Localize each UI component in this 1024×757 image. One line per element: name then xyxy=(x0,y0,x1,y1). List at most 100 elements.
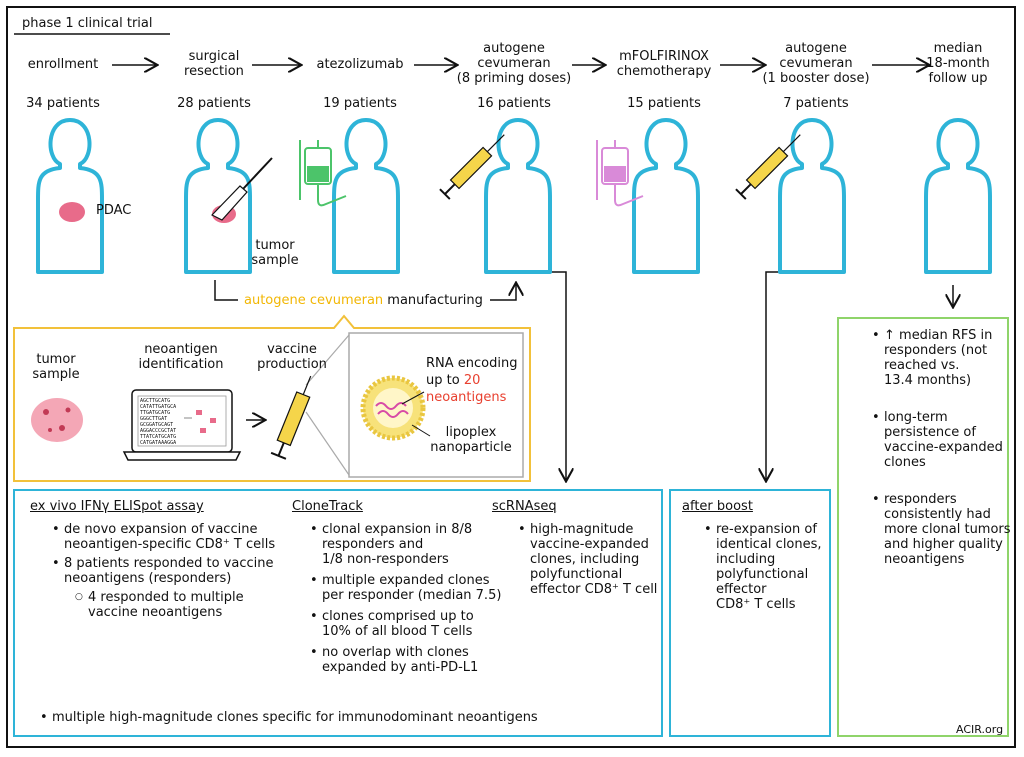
rna-encoding-prefix: up to xyxy=(426,373,464,388)
sequence-text: AGCTTGCATG CATATTGATGCA TTGATGCATG GGGCT… xyxy=(140,398,177,446)
assay-box xyxy=(13,489,663,737)
tumor-sample-label: tumor sample xyxy=(251,238,299,268)
outcome-line: clones xyxy=(884,455,926,470)
after-boost-line: effector xyxy=(716,582,767,597)
stage-label-4: mFOLFIRINOX chemotherapy xyxy=(616,49,712,79)
outcome-line: and higher quality xyxy=(884,537,1003,552)
clonetrack-line: 10% of all blood T cells xyxy=(322,624,473,639)
outcome-line: ↑ median RFS in xyxy=(884,328,993,343)
iv-bag-pink-icon xyxy=(596,140,644,207)
manufacturing-arrow xyxy=(214,280,516,301)
stage-patients-1: 28 patients xyxy=(177,96,251,111)
scrnaseq-line: effector CD8⁺ T cell xyxy=(530,582,658,597)
scalpel-icon xyxy=(211,157,273,221)
patient-silhouette-0 xyxy=(36,118,104,274)
outcome-line: more clonal tumors xyxy=(884,522,1011,537)
patient-silhouette-2 xyxy=(332,118,400,274)
stage-label-1: surgical resection xyxy=(184,49,244,79)
process-neoantigen-identification: neoantigen identification xyxy=(138,342,224,372)
stage-patients-5: 7 patients xyxy=(783,96,849,111)
syringe-icon-booster xyxy=(735,134,801,200)
clonetrack-line: clonal expansion in 8/8 xyxy=(322,522,473,537)
elispot-line: 8 patients responded to vaccine xyxy=(64,556,274,571)
figure-frame xyxy=(6,6,1016,748)
iv-bag-green-icon xyxy=(299,140,347,207)
process-box xyxy=(13,314,531,482)
after-boost-line: re-expansion of xyxy=(716,522,817,537)
after-boost-line: polyfunctional xyxy=(716,567,809,582)
scrnaseq-title: scRNAseq xyxy=(492,499,557,514)
elispot-line: de novo expansion of vaccine xyxy=(64,522,258,537)
vaccine-syringe-icon xyxy=(270,375,312,460)
manufacturing-rest: manufacturing xyxy=(383,293,483,308)
outcome-line: 13.4 months) xyxy=(884,373,972,388)
manufacturing-label: autogene cevumeran manufacturing xyxy=(244,293,483,308)
rna-encoding-count: 20 xyxy=(463,373,481,388)
patient-silhouette-5 xyxy=(778,118,846,274)
after-boost-line: including xyxy=(716,552,776,567)
stage-label-0: enrollment xyxy=(27,57,99,72)
source-credit: ACIR.org xyxy=(956,723,1004,736)
elispot-item: de novo expansion of vaccineneoantigen-s… xyxy=(52,522,276,552)
clonetrack-line: responders and xyxy=(322,537,424,552)
pdac-tumor-icon xyxy=(59,202,85,222)
clonetrack-title: CloneTrack xyxy=(292,499,363,514)
process-vaccine-production: vaccine production xyxy=(257,342,327,372)
elispot-line: neoantigens (responders) xyxy=(64,571,232,586)
assay-bottom-list: multiple high-magnitude clones specific … xyxy=(36,710,538,728)
after-boost-title: after boost xyxy=(682,499,753,514)
pdac-label: PDAC xyxy=(96,203,132,218)
elispot-list: de novo expansion of vaccineneoantigen-s… xyxy=(48,522,275,623)
scrnaseq-line: polyfunctional xyxy=(530,567,623,582)
manufacturing-highlight: autogene cevumeran xyxy=(244,293,384,308)
trial-title: phase 1 clinical trial xyxy=(22,16,153,31)
stage-label-5: autogene cevumeran (1 booster dose) xyxy=(762,41,870,86)
patient-figure-group xyxy=(36,118,992,274)
tumor-tissue-icon xyxy=(31,398,83,442)
elispot-subline: vaccine neoantigens xyxy=(88,605,223,620)
syringe-icon-priming xyxy=(439,134,505,200)
lipoplex-nanoparticle-icon xyxy=(360,375,431,441)
stage-label-3: autogene cevumeran (8 priming doses) xyxy=(456,41,572,86)
stage-patients-3: 16 patients xyxy=(477,96,551,111)
outcome-line: long-term xyxy=(884,410,948,425)
elispot-title: ex vivo IFNγ ELISpot assay xyxy=(30,499,204,514)
elispot-line: neoantigen-specific CD8⁺ T cells xyxy=(64,537,276,552)
clonetrack-line: 1/8 non-responders xyxy=(322,552,449,567)
laptop-icon xyxy=(122,389,242,461)
after-boost-line: CD8⁺ T cells xyxy=(716,597,796,612)
patient-silhouette-3 xyxy=(484,118,552,274)
clonetrack-line: multiple expanded clones xyxy=(322,573,490,588)
stage-patients-4: 15 patients xyxy=(627,96,701,111)
clonetrack-line: per responder (median 7.5) xyxy=(322,588,502,603)
elispot-item: 8 patients responded to vaccineneoantige… xyxy=(52,556,275,586)
rna-encoding-line1: RNA encoding xyxy=(426,356,518,371)
assay-bottom-item: multiple high-magnitude clones specific … xyxy=(40,710,538,725)
outcome-line: responders xyxy=(884,492,957,507)
rna-encoding-line3: neoantigens xyxy=(426,390,507,405)
outcome-line: reached vs. xyxy=(884,358,960,373)
after-boost-line: identical clones, xyxy=(716,537,822,552)
lipoplex-label: lipoplex nanoparticle xyxy=(430,425,512,455)
outcome-line: vaccine-expanded xyxy=(884,440,1003,455)
outcome-line: neoantigens xyxy=(884,552,965,567)
patient-silhouette-4 xyxy=(632,118,700,274)
stage-patients-0: 34 patients xyxy=(26,96,100,111)
after-boost-box xyxy=(669,489,831,737)
clonetrack-line: expanded by anti-PD-L1 xyxy=(322,660,479,675)
